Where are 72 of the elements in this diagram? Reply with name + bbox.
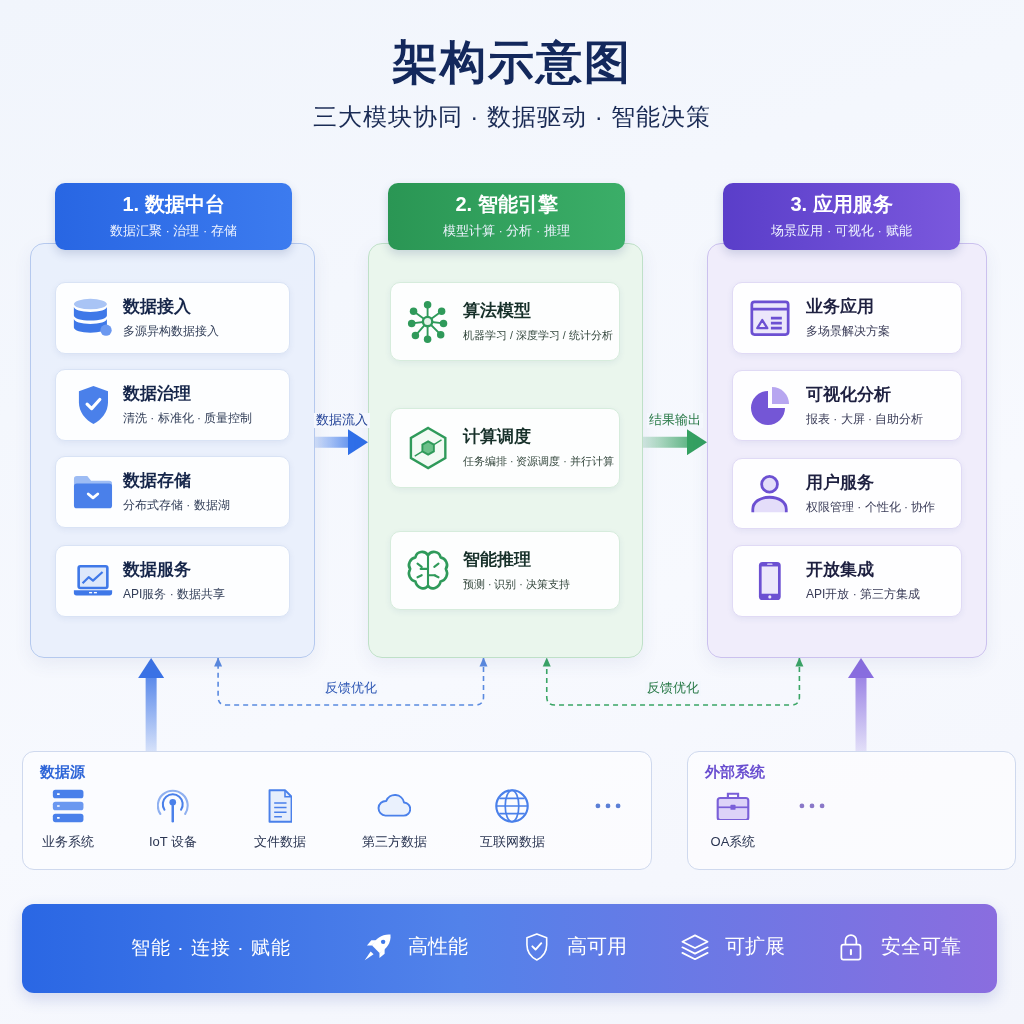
card-title: 智能推理 — [463, 549, 531, 570]
feature-label: 高可用 — [567, 935, 627, 958]
card-title: 开放集成 — [806, 560, 874, 580]
item-label: 文件数据 — [254, 835, 306, 850]
feature-label: 可扩展 — [725, 935, 785, 958]
card-subtitle: 任务编排 · 资源调度 · 并行计算 — [463, 455, 614, 468]
card-title: 算法模型 — [463, 300, 531, 321]
panel-heading: 数据源 — [40, 763, 85, 781]
card-subtitle: 多场景解决方案 — [806, 325, 890, 339]
dashed-arrow — [214, 657, 488, 706]
arrow — [643, 429, 707, 456]
module-panel — [707, 243, 987, 658]
card-title: 可视化分析 — [806, 384, 891, 405]
card-title: 数据存储 — [123, 471, 191, 491]
item-label: 业务系统 — [42, 835, 94, 850]
card-subtitle: API服务 · 数据共享 — [123, 588, 225, 602]
module-card — [55, 369, 290, 441]
group-panel — [687, 751, 1016, 870]
arrow — [315, 429, 368, 456]
arrow — [848, 658, 874, 751]
card-title: 数据治理 — [123, 384, 191, 404]
card-subtitle: 多源异构数据接入 — [123, 325, 219, 339]
item-label: OA系统 — [710, 835, 756, 850]
card-subtitle: 机器学习 / 深度学习 / 统计分析 — [463, 328, 613, 341]
dashed-arrow — [542, 657, 804, 706]
card-subtitle: 权限管理 · 个性化 · 协作 — [806, 500, 936, 515]
module-card — [55, 545, 290, 617]
card-subtitle: 预测 · 识别 · 决策支持 — [463, 577, 570, 590]
header-subtitle: 模型计算 · 分析 · 推理 — [442, 224, 571, 239]
module-header — [55, 183, 292, 250]
module-card — [55, 282, 290, 354]
module-card — [732, 370, 962, 441]
header-subtitle: 数据汇聚 · 治理 · 存储 — [109, 224, 238, 239]
card-title: 数据接入 — [123, 297, 191, 317]
header-title: 2. 智能引擎 — [455, 193, 558, 216]
module-header — [388, 183, 625, 250]
card-title: 业务应用 — [806, 297, 874, 317]
module-header — [723, 183, 960, 250]
item-label: IoT 设备 — [148, 835, 198, 850]
feature-label: 高性能 — [408, 935, 468, 958]
module-card — [732, 282, 962, 354]
module-card — [55, 456, 290, 528]
header-title: 3. 应用服务 — [790, 193, 893, 216]
module-card — [732, 545, 962, 617]
card-subtitle: API开放 · 第三方集成 — [806, 588, 920, 602]
tagline: 智能 · 连接 · 赋能 — [131, 937, 291, 959]
module-card — [732, 458, 962, 529]
header-subtitle: 场景应用 · 可视化 · 赋能 — [771, 224, 912, 239]
edge-label: 反馈优化 — [645, 681, 702, 696]
card-subtitle: 分布式存储 · 数据湖 — [123, 499, 230, 513]
arrow — [138, 658, 165, 751]
edge-label: 数据流入 — [313, 413, 370, 428]
feature-label: 安全可靠 — [881, 935, 961, 958]
card-subtitle: 报表 · 大屏 · 自助分析 — [806, 412, 924, 427]
card-title: 数据服务 — [123, 560, 191, 580]
edge-label: 反馈优化 — [322, 681, 379, 696]
group-panel — [22, 751, 652, 870]
header-title: 1. 数据中台 — [122, 193, 225, 216]
card-subtitle: 清洗 · 标准化 · 质量控制 — [123, 412, 253, 426]
module-panel — [30, 243, 315, 658]
module-card — [390, 282, 620, 361]
card-title: 用户服务 — [806, 472, 874, 493]
title: 架构示意图 — [392, 36, 632, 89]
item-label: 第三方数据 — [361, 835, 427, 850]
module-panel — [368, 243, 643, 658]
panel-heading: 外部系统 — [705, 763, 765, 781]
subtitle: 三大模块协同 · 数据驱动 · 智能决策 — [312, 103, 712, 131]
banner — [22, 904, 997, 993]
item-label: 互联网数据 — [479, 835, 545, 850]
card-title: 计算调度 — [463, 427, 531, 447]
module-card — [390, 531, 620, 610]
module-card — [390, 408, 620, 488]
